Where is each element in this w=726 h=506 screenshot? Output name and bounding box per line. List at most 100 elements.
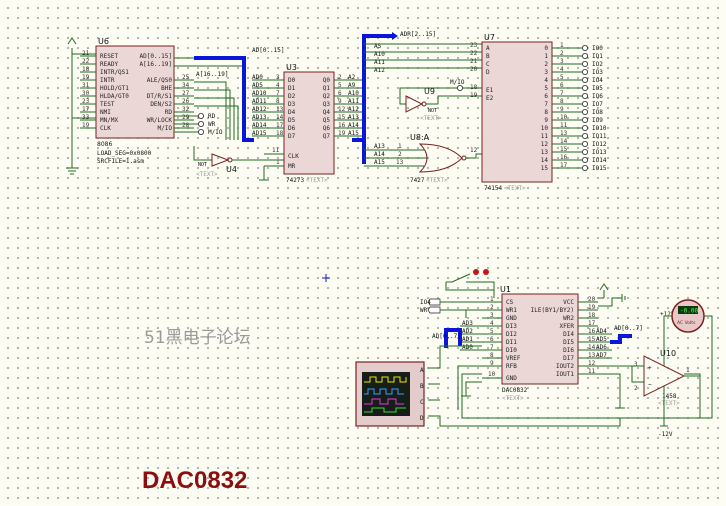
u7-in-pin: E2 xyxy=(486,95,494,102)
switch[interactable] xyxy=(445,269,495,298)
u1-left-net: AD0 xyxy=(462,344,473,351)
u7-output-terminal[interactable] xyxy=(582,85,589,92)
u7-output-terminal[interactable] xyxy=(582,156,589,163)
u4-text: <TEXT> xyxy=(196,171,218,178)
u7-out-num: 5 xyxy=(560,74,564,81)
u1-left-pin: WR1 xyxy=(506,307,517,314)
u1-right-net: AD5 xyxy=(596,336,607,343)
u3-in-num: 4 xyxy=(276,82,280,89)
u8-net-2: A15 xyxy=(374,159,385,166)
u1-right-num: 13 xyxy=(588,352,596,359)
u10-ref: U10 xyxy=(660,349,676,358)
u10-minus: − xyxy=(648,381,652,388)
u7-out-num: 16 xyxy=(560,154,568,161)
u6-ref: U6 xyxy=(98,37,109,46)
u1-right-pin: XFER xyxy=(560,323,575,330)
u7-output-terminal[interactable] xyxy=(582,45,589,52)
u1-right-num: 12 xyxy=(588,360,596,367)
u3-q-pin: Q4 xyxy=(323,109,331,116)
u6-right-pin-name: WR/LOCK xyxy=(147,117,173,124)
u1-right-pin: DI7 xyxy=(563,355,574,362)
u7-out-pin: 3 xyxy=(544,69,548,76)
u6-left-pin-num: 22 xyxy=(82,58,90,65)
u7-out-net: IO0 xyxy=(592,45,603,52)
u7-out-pin: 15 xyxy=(541,165,549,172)
u7-output-terminal[interactable] xyxy=(582,109,589,116)
u7-text: <TEXT> xyxy=(504,185,526,192)
u7-out-num: 17 xyxy=(560,162,568,169)
u3-q-pin: Q3 xyxy=(323,101,331,108)
u7-out-pin: 0 xyxy=(544,45,548,52)
u3-q-pin: Q0 xyxy=(323,77,331,84)
voltmeter[interactable]: -0.00 AC Volts xyxy=(663,299,713,419)
u1-left-pin: DI3 xyxy=(506,323,517,330)
u1-left-pin: GND xyxy=(506,315,517,322)
u3-part: 74273 xyxy=(286,177,304,184)
u1-left-net: AD1 xyxy=(462,336,473,343)
u7-out-num: 11 xyxy=(560,122,568,129)
u6-term-label: WR xyxy=(208,121,216,128)
u7-out-net: IO6 xyxy=(592,93,603,100)
u3-out-net: A14 xyxy=(348,122,359,129)
u7-output-terminal[interactable] xyxy=(582,117,589,124)
u7-net-a11: A11 xyxy=(374,59,385,66)
u6-left-pin-num: 21 xyxy=(82,50,90,57)
u8-nor-gate[interactable]: U8:A 7427 <TEXT> A13 A14 A15 1 2 13 12 xyxy=(364,133,482,184)
u7-output-terminal[interactable] xyxy=(582,164,589,171)
u6-right-pin-name: ALE/QS0 xyxy=(147,77,173,84)
u7-output-terminal[interactable] xyxy=(582,148,589,155)
oscilloscope[interactable]: A B C D xyxy=(355,345,621,427)
u7-out-num: 1 xyxy=(560,42,564,49)
u7-output-terminal[interactable] xyxy=(582,77,589,84)
u3-out-net: A11 xyxy=(348,98,359,105)
u7-out-net: IO7 xyxy=(592,101,603,108)
u3-in-num: 3 xyxy=(276,74,280,81)
u6-prop-1: SRCFILE=1.asm xyxy=(97,158,144,165)
u7-output-terminal[interactable] xyxy=(582,69,589,76)
u4-ref: U4 xyxy=(226,165,237,174)
u6-cpu[interactable]: U6 8086 LOAD_SEG=0x0800 SRCFILE=1.asm 21… xyxy=(80,37,194,165)
u6-right-pin-num: 34 xyxy=(182,82,190,89)
u1-dac[interactable]: U1 DAC0832 <TEXT> CS1IO4WR12WRGND3DI34AD… xyxy=(420,285,612,402)
u7-out-pin: 13 xyxy=(541,149,549,156)
u7-out-pin: 4 xyxy=(544,77,548,84)
u7-out-num: 9 xyxy=(560,106,564,113)
left-rail xyxy=(66,37,96,175)
u3-in-num: 14 xyxy=(276,114,284,121)
u7-output-terminal[interactable] xyxy=(582,61,589,68)
u1-right-pin: DI6 xyxy=(563,347,574,354)
u9-not-gate[interactable]: M/IO U9 NOT <TEXT> xyxy=(399,79,482,122)
u7-output-terminal[interactable] xyxy=(582,93,589,100)
u7-ref: U7 xyxy=(484,33,495,42)
u7-output-terminal[interactable] xyxy=(582,140,589,147)
u7-out-pin: 6 xyxy=(544,93,548,100)
u1-right-pin: ILE(BY1/BY2) xyxy=(531,307,574,314)
u6-address-bus: AD[0..15] A[16..19] xyxy=(174,47,285,142)
u7-output-terminal[interactable] xyxy=(582,101,589,108)
u7-output-terminal[interactable] xyxy=(582,132,589,139)
u8-part: 7427 xyxy=(410,177,425,184)
u7-output-terminal[interactable] xyxy=(582,53,589,60)
u10-opamp[interactable]: + − U10 1458 <TEXT> 3 2 1 -12V +12V xyxy=(632,311,700,438)
u7-out-net: IO11 xyxy=(592,133,607,140)
u4-not-gate[interactable]: U4 NOT <TEXT> xyxy=(193,146,284,178)
u3-in-num: 17 xyxy=(276,122,284,129)
u6-right-pin-name: BHE xyxy=(161,85,172,92)
u6-right-pin-name: DT/R/S1 xyxy=(147,93,173,100)
u3-ref: U3 xyxy=(286,63,297,72)
u1-gnd-num: 10 xyxy=(488,371,496,378)
u1-right-num: 15 xyxy=(588,336,596,343)
u7-out-net: IO15 xyxy=(592,165,607,172)
u6-left-pin-num: 19 xyxy=(82,74,90,81)
u6-left-pin-num: 23 xyxy=(82,98,90,105)
u6-left-pin-name: TEST xyxy=(100,101,115,108)
u7-out-net: IO3 xyxy=(592,69,603,76)
u1-bus-left: AD[0..7] xyxy=(432,333,461,340)
u6-left-pin-name: INTR/QS1 xyxy=(100,69,129,76)
u7-output-terminal[interactable] xyxy=(582,125,589,132)
u7-in-pin: E1 xyxy=(486,87,494,94)
